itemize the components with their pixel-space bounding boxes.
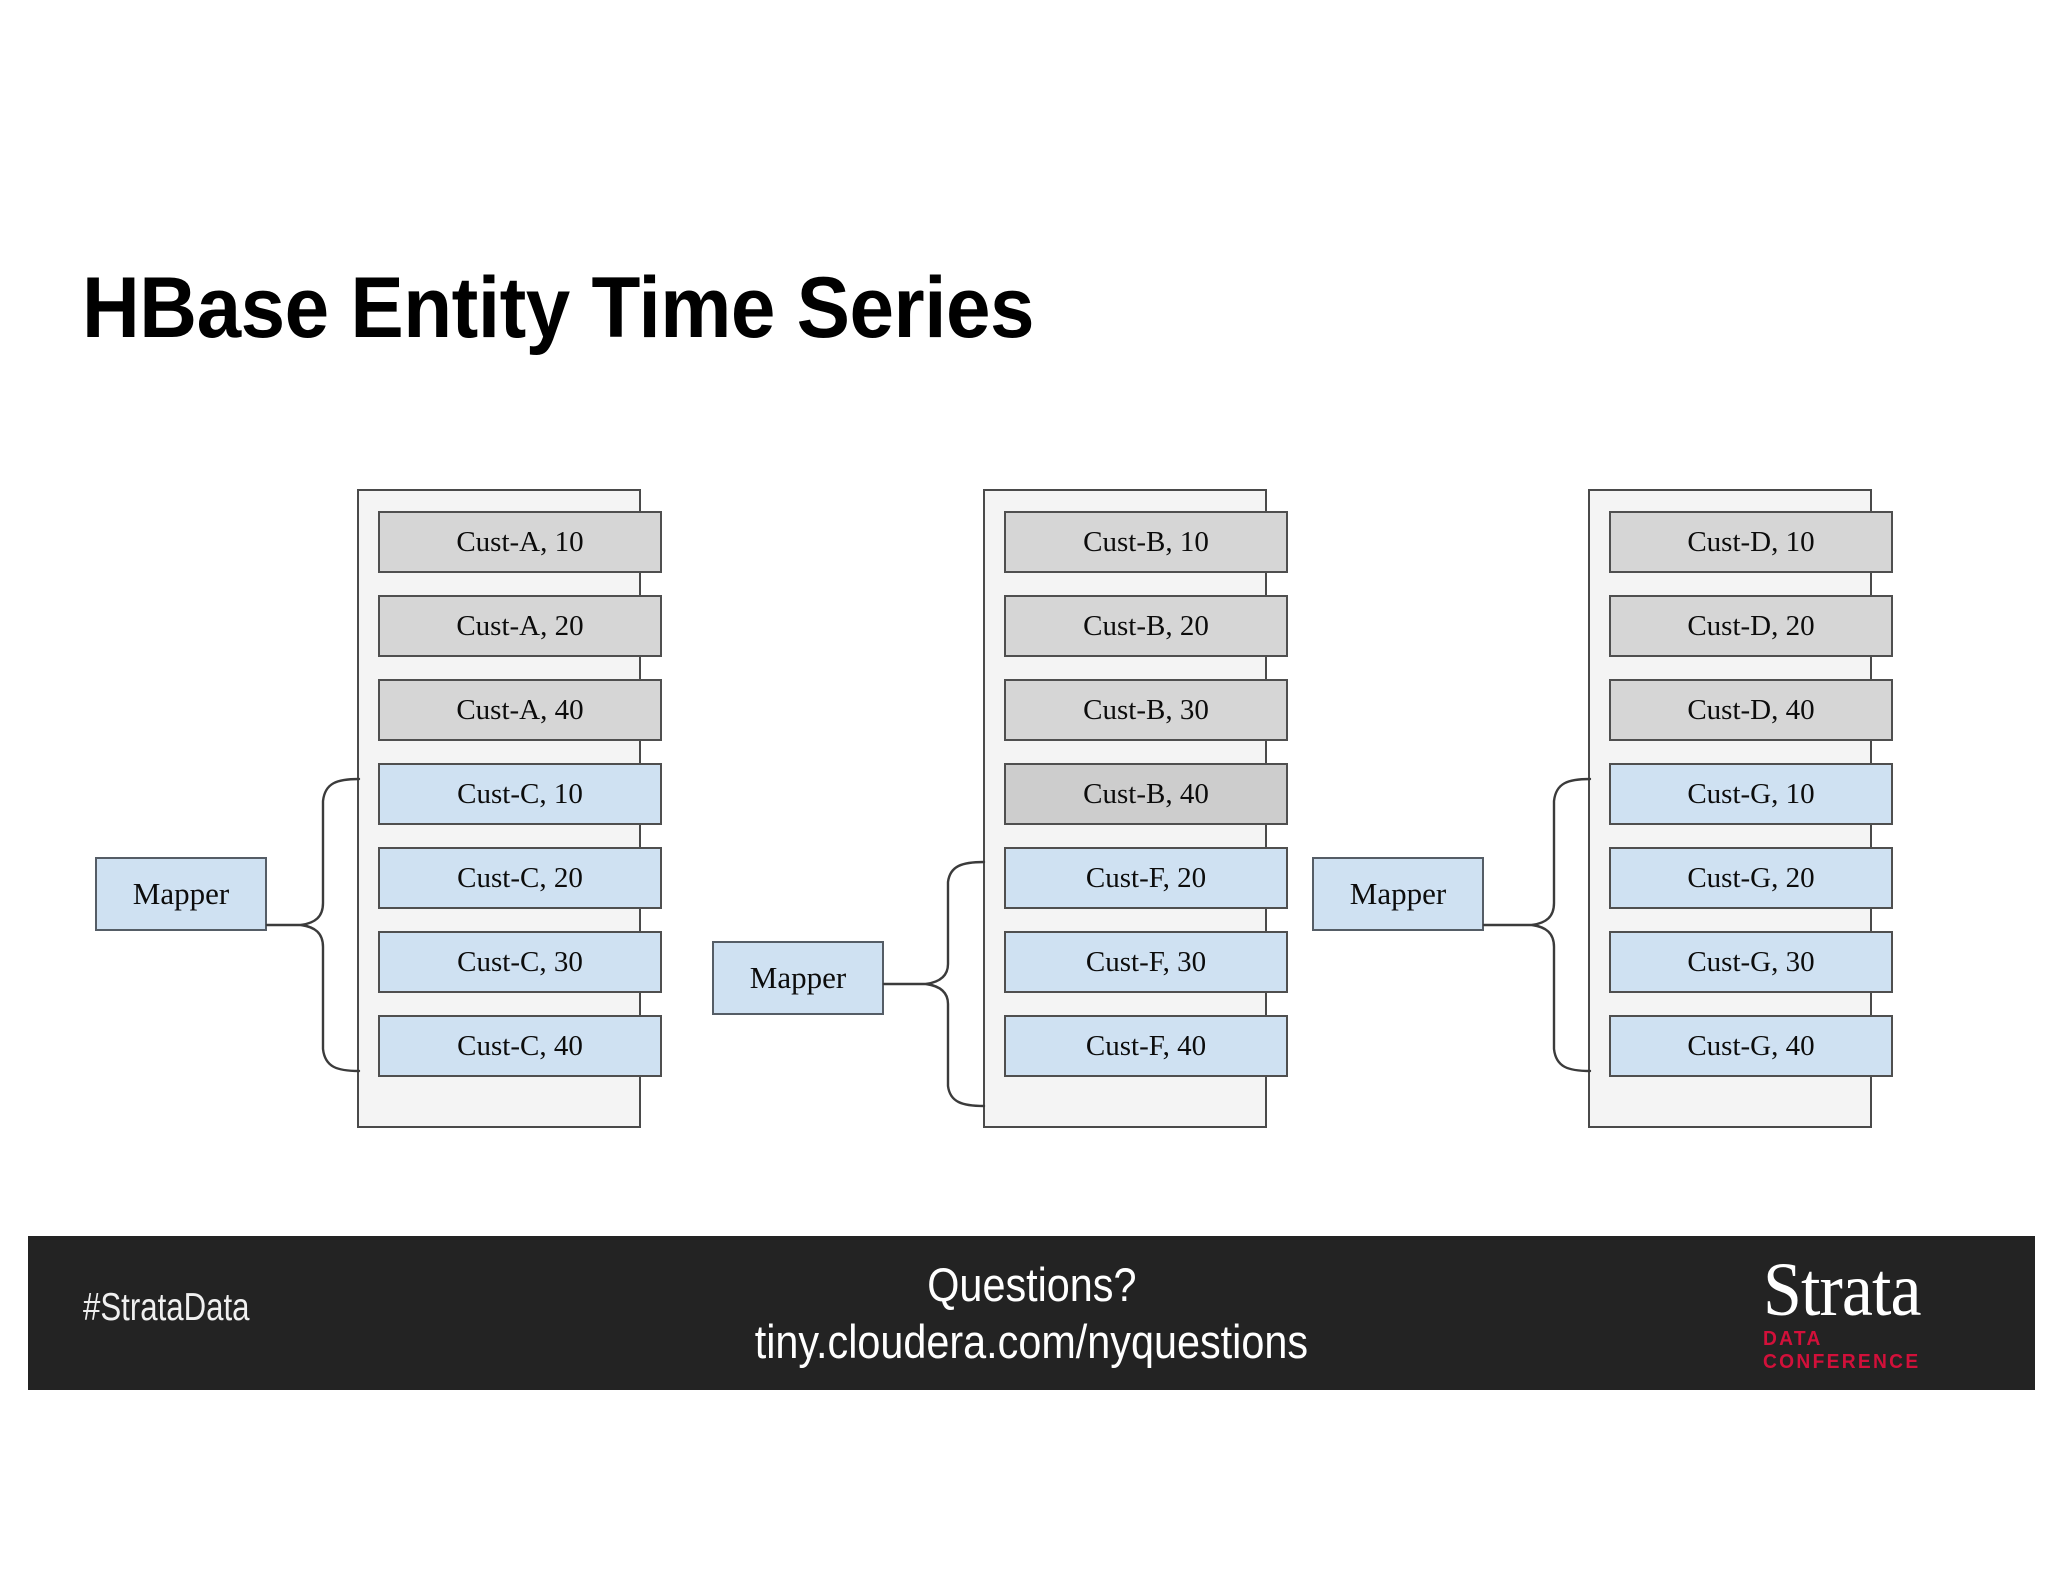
footer-bar: #StrataData Questions? tiny.cloudera.com… (28, 1236, 2035, 1390)
mapper-box-2[interactable]: Mapper (712, 941, 884, 1015)
strata-logo: Strata DATA CONFERENCE (1763, 1248, 1983, 1374)
region-rows-1: Cust-A, 10 Cust-A, 20 Cust-A, 40 Cust-C,… (378, 511, 662, 1077)
page-title: HBase Entity Time Series (82, 260, 1035, 356)
brace-path (300, 777, 361, 1073)
footer-hashtag: #StrataData (83, 1286, 250, 1329)
table-row[interactable]: Cust-F, 30 (1004, 931, 1288, 993)
table-row[interactable]: Cust-B, 20 (1004, 595, 1288, 657)
table-row[interactable]: Cust-D, 40 (1609, 679, 1893, 741)
region-rows-2: Cust-B, 10 Cust-B, 20 Cust-B, 30 Cust-B,… (1004, 511, 1288, 1077)
table-row[interactable]: Cust-B, 40 (1004, 763, 1288, 825)
table-row[interactable]: Cust-G, 10 (1609, 763, 1893, 825)
table-row[interactable]: Cust-A, 40 (378, 679, 662, 741)
brace-connector-3 (1482, 777, 1592, 1073)
table-row[interactable]: Cust-C, 40 (378, 1015, 662, 1077)
table-row[interactable]: Cust-A, 10 (378, 511, 662, 573)
mapper-box-3[interactable]: Mapper (1312, 857, 1484, 931)
brace-path (1531, 777, 1592, 1073)
table-row[interactable]: Cust-G, 30 (1609, 931, 1893, 993)
table-row[interactable]: Cust-A, 20 (378, 595, 662, 657)
table-row[interactable]: Cust-G, 40 (1609, 1015, 1893, 1077)
table-row[interactable]: Cust-F, 40 (1004, 1015, 1288, 1077)
table-row[interactable]: Cust-D, 20 (1609, 595, 1893, 657)
footer-questions-label: Questions? (926, 1258, 1137, 1311)
table-row[interactable]: Cust-B, 10 (1004, 511, 1288, 573)
footer-questions-url[interactable]: tiny.cloudera.com/nyquestions (754, 1315, 1309, 1368)
table-row[interactable]: Cust-C, 10 (378, 763, 662, 825)
brace-connector-1 (265, 777, 361, 1073)
brace-connector-2 (882, 860, 986, 1108)
table-row[interactable]: Cust-C, 20 (378, 847, 662, 909)
mapper-box-1[interactable]: Mapper (95, 857, 267, 931)
footer-questions-block: Questions? tiny.cloudera.com/nyquestions (28, 1236, 2035, 1390)
brace-path (925, 860, 986, 1108)
table-row[interactable]: Cust-G, 20 (1609, 847, 1893, 909)
strata-logo-subtitle: DATA CONFERENCE (1763, 1328, 1921, 1374)
strata-logo-wordmark: Strata (1763, 1248, 1921, 1332)
table-row[interactable]: Cust-D, 10 (1609, 511, 1893, 573)
table-row[interactable]: Cust-B, 30 (1004, 679, 1288, 741)
table-row[interactable]: Cust-C, 30 (378, 931, 662, 993)
table-row[interactable]: Cust-F, 20 (1004, 847, 1288, 909)
region-rows-3: Cust-D, 10 Cust-D, 20 Cust-D, 40 Cust-G,… (1609, 511, 1893, 1077)
hbase-region-diagram: Cust-A, 10 Cust-A, 20 Cust-A, 40 Cust-C,… (95, 489, 1893, 1128)
